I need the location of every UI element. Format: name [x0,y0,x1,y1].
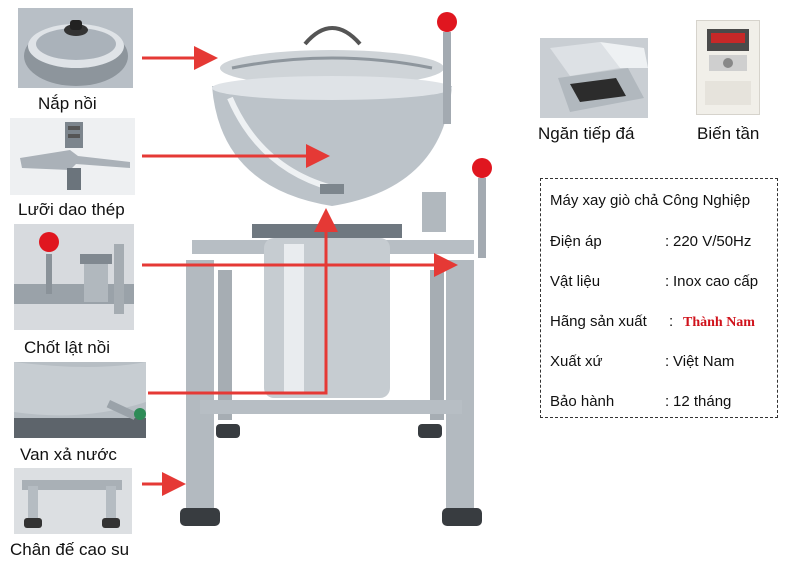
spec-value-warranty: 12 tháng [673,393,732,410]
spec-sep: : [669,313,674,330]
rubber-feet-icon [22,480,122,528]
latch-knob-icon [472,158,492,178]
spec-sep: : [665,233,670,250]
drain-valve-icon [14,362,146,438]
spec-sep: : [665,273,670,290]
inverter-icon [705,29,751,105]
spec-box: Máy xay giò chả Công Nghiệp Điện áp : 22… [540,178,778,418]
ice-feeder-label: Ngăn tiếp đá [538,124,635,143]
lever-knob-icon [437,12,457,32]
feet-thumbnail [14,468,132,534]
lid-thumbnail [18,8,133,88]
machine-illustration [180,12,492,526]
spec-key-material: Vật liệu [550,273,601,290]
tilt-latch-icon [14,232,134,314]
spec-key-origin: Xuất xứ [550,353,603,370]
spec-key-manufacturer: Hãng sản xuất [550,313,647,330]
spec-sep: : [665,393,670,410]
ice-feeder-icon [550,42,648,112]
spec-value-origin: Việt Nam [673,353,735,370]
inverter-thumbnail [696,20,760,115]
valve-thumbnail [14,362,146,438]
blade-label: Lưỡi dao thép [18,200,125,219]
valve-label: Van xả nước [20,445,117,464]
spec-value-voltage: 220 V/50Hz [673,233,752,250]
latch-thumbnail [14,224,134,330]
blade-thumbnail [10,118,135,195]
latch-label: Chốt lật nồi [24,338,110,357]
spec-key-warranty: Bảo hành [550,393,615,410]
spec-value-material: Inox cao cấp [673,273,759,290]
lid-label: Nắp nồi [38,94,97,113]
ice-feeder-thumbnail [540,38,648,118]
spec-title: Máy xay giò chả Công Nghiệp [550,192,751,209]
pot-lid-icon [18,8,133,88]
spec-key-voltage: Điện áp [550,233,602,250]
spec-sep: : [665,353,670,370]
steel-blade-icon [20,122,130,190]
spec-value-manufacturer: Thành Nam [683,315,755,330]
inverter-label: Biến tần [697,124,760,143]
feet-label: Chân đế cao su [10,540,130,559]
